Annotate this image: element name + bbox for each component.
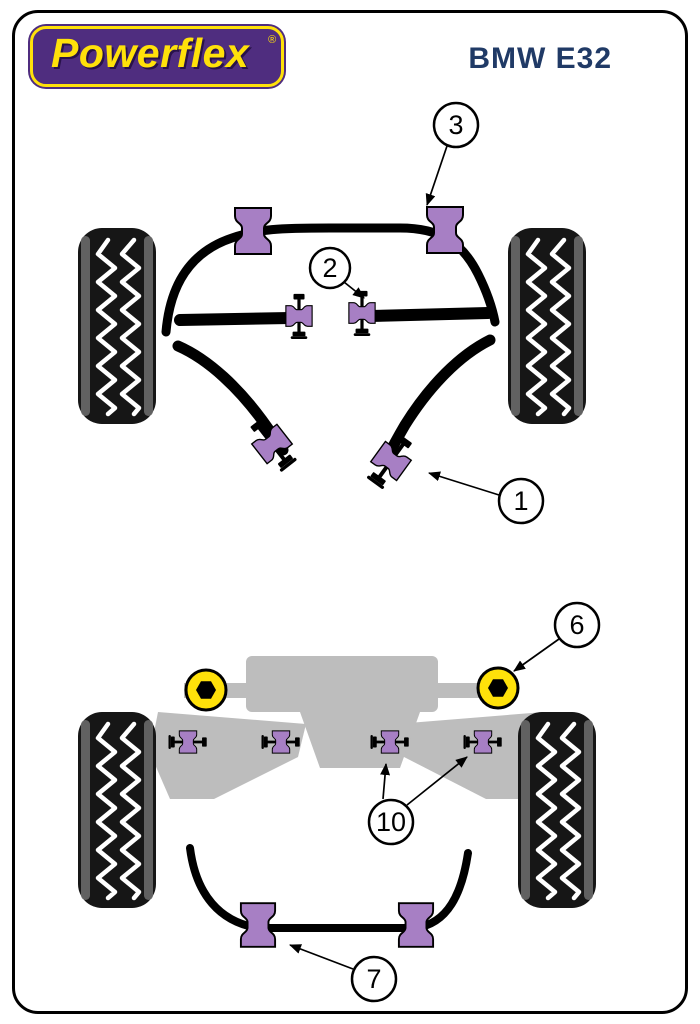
callout-7-label: 7 bbox=[366, 964, 381, 994]
registered-mark-icon: ® bbox=[268, 34, 277, 46]
callout-7-arrow bbox=[289, 944, 354, 970]
callout-6-label: 6 bbox=[569, 610, 584, 640]
rear-right-tire bbox=[518, 712, 596, 908]
steering-rod-bush-left bbox=[286, 294, 312, 339]
callout-6: 6 bbox=[513, 601, 601, 672]
callout-6-circle bbox=[553, 601, 601, 649]
callout-3-circle bbox=[432, 101, 480, 149]
callout-2-circle bbox=[308, 246, 352, 290]
subframe-center-lower bbox=[300, 712, 420, 768]
callout-1: 1 bbox=[428, 471, 545, 525]
callout-7-circle bbox=[350, 955, 398, 1003]
callout-2-label: 2 bbox=[322, 253, 337, 283]
model-title: BMW E32 bbox=[468, 42, 612, 75]
rear-left-tire bbox=[78, 712, 156, 908]
callout-10-circle bbox=[367, 798, 415, 846]
lower-arm-right bbox=[381, 334, 496, 464]
subframe-mount-left bbox=[184, 668, 228, 712]
callout-1-label: 1 bbox=[513, 486, 528, 516]
subframe-mount-right-nut bbox=[488, 679, 508, 697]
front-suspension: 3 2 1 bbox=[78, 101, 586, 525]
callout-10-label: 10 bbox=[376, 807, 406, 837]
lower-arm-bush-left bbox=[243, 413, 302, 476]
rear-subframe bbox=[150, 656, 550, 799]
callout-3: 3 bbox=[425, 101, 480, 206]
lower-arm-left bbox=[172, 340, 289, 456]
front-anti-roll-bar bbox=[161, 223, 500, 337]
callout-2: 2 bbox=[308, 246, 365, 299]
subframe-mount-left-nut bbox=[196, 681, 216, 699]
steering-rod-left bbox=[174, 312, 296, 326]
callout-3-label: 3 bbox=[448, 110, 463, 140]
brand-logo-text: Powerflex bbox=[51, 30, 250, 76]
callout-10: 10 bbox=[367, 756, 468, 846]
brand-logo: Powerflex ® bbox=[30, 26, 285, 87]
callout-10-arrow-left bbox=[380, 763, 391, 800]
callout-7: 7 bbox=[289, 944, 398, 1003]
subframe-beam bbox=[184, 683, 514, 698]
steering-rod-bush-right bbox=[349, 291, 375, 336]
trailing-arm-right bbox=[396, 712, 550, 799]
subframe-mount-right bbox=[476, 666, 520, 710]
front-right-tire bbox=[508, 228, 586, 424]
steering-rod-right bbox=[364, 307, 494, 322]
callout-3-arrow bbox=[425, 145, 448, 206]
callout-1-circle bbox=[497, 477, 545, 525]
rear-suspension: 6 10 7 bbox=[78, 601, 601, 1003]
front-left-tire bbox=[78, 228, 156, 424]
callout-10-arrow-right bbox=[406, 756, 468, 806]
callout-6-arrow bbox=[513, 638, 560, 672]
callout-2-arrow bbox=[343, 281, 365, 299]
callout-1-arrow bbox=[428, 471, 500, 496]
trailing-arm-left bbox=[150, 712, 306, 799]
